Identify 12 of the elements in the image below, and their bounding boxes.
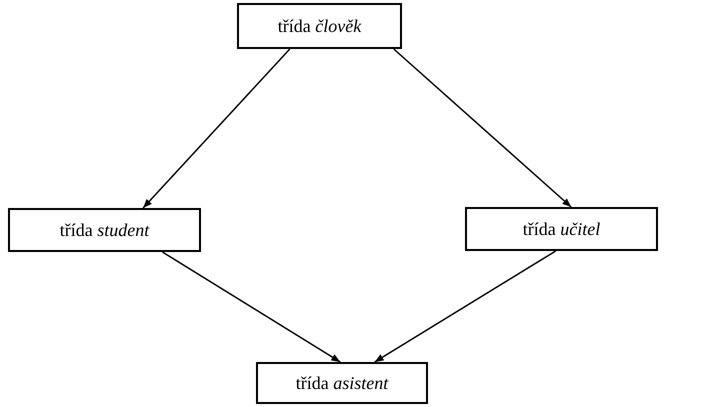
class-box — [256, 362, 428, 404]
arrow — [162, 251, 341, 363]
class-name: třída učitel — [522, 218, 600, 240]
class-name: třída student — [60, 220, 150, 240]
arrow — [374, 250, 556, 363]
class-box — [237, 3, 402, 49]
class-name: třída člověk — [278, 16, 362, 36]
class-name: třída asistent — [296, 372, 388, 394]
arrow — [142, 48, 290, 208]
class-box — [465, 207, 658, 251]
arrow — [393, 48, 572, 208]
class-box — [8, 208, 201, 252]
